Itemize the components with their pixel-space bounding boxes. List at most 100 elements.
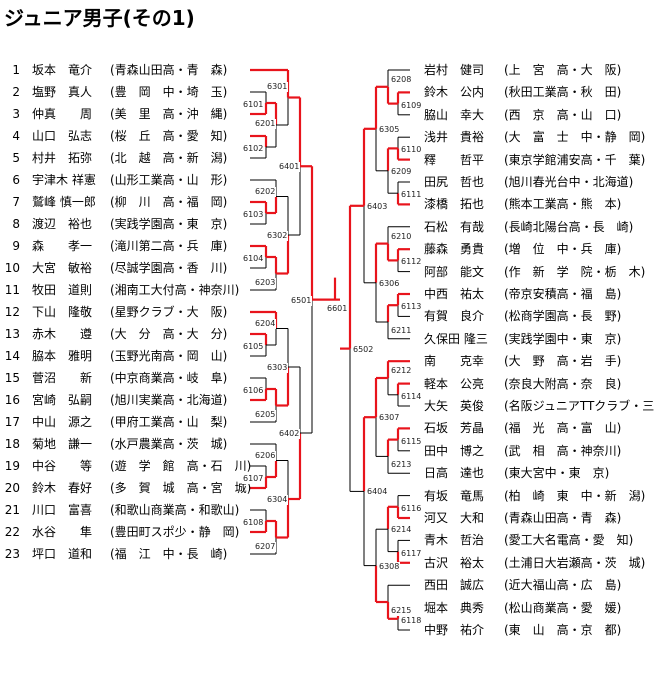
player-name: 宇津木 祥憲 [32,173,96,187]
player-name: 石坂 芳晶 [424,421,485,436]
player-affiliation: (東大宮中・東 京) [504,466,610,481]
seed-number: 14 [4,349,20,363]
player-name: 脇山 幸大 [424,107,485,122]
match-number: 6302 [266,231,289,241]
player-affiliation: (西 京 高・山 口) [504,107,622,122]
player-name: 仲真 周 [32,107,93,121]
seed-number: 20 [4,481,20,495]
player-name: 宮崎 弘嗣 [32,393,93,407]
player-affiliation: (尽誠学園高・香 川) [110,261,228,275]
player-name: 石松 有哉 [424,219,485,234]
match-number: 6118 [400,615,423,626]
seed-number: 16 [4,393,20,407]
player-affiliation: (秋田工業高・秋 田) [504,85,622,100]
match-number: 6117 [400,548,423,559]
seed-number: 19 [4,459,20,473]
player-affiliation: (水戸農業高・茨 城) [110,437,228,451]
player-affiliation: (大 野 高・岩 手) [504,354,622,369]
player-row-right: 田中 博之(武 相 高・神奈川)41 [424,440,660,462]
player-affiliation: (実践学園高・東 京) [110,217,228,231]
player-affiliation: (柳 川 高・福 岡) [110,195,228,209]
player-name: 山口 弘志 [32,129,93,143]
player-row-right: 河又 大和(青森山田高・青 森)44 [424,507,660,529]
seed-number: 7 [12,195,20,209]
player-name: 鈴木 公内 [424,85,485,100]
player-affiliation: (松商学園高・長 野) [504,309,622,324]
player-row-right: 青木 哲治(愛工大名電高・愛 知)45 [424,529,660,551]
player-affiliation: (遊 学 館 高・石 川) [110,459,252,473]
player-row-right: 中野 祐介(東 山 高・京 都)49 [424,619,660,641]
seed-number: 22 [4,525,20,539]
match-number: 6107 [242,474,265,484]
player-name: 大宮 敏裕 [32,261,93,275]
player-affiliation: (北 越 高・新 潟) [110,151,228,165]
match-number: 6203 [254,277,277,288]
player-affiliation: (中京商業高・岐 阜) [110,371,228,385]
player-affiliation: (桜 丘 高・愛 知) [110,129,228,143]
match-number: 6109 [400,100,423,111]
player-name: 古沢 裕太 [424,555,485,570]
player-name: 浅井 貴裕 [424,130,485,145]
player-affiliation: (作 新 学 院・栃 木) [504,264,646,279]
player-affiliation: (多 賀 城 高・宮 城) [110,481,252,495]
seed-number: 4 [12,129,20,143]
player-row-right: 石松 有哉(長崎北陽台高・長 崎)31 [424,216,660,238]
player-row-left: 4 山口 弘志 (桜 丘 高・愛 知) [2,125,260,147]
player-name: 漆橋 拓也 [424,197,485,212]
player-affiliation: (松山商業高・愛 媛) [504,600,622,615]
player-name: 田尻 哲也 [424,175,485,189]
player-affiliation: (山形工業高・山 形) [110,173,228,187]
seed-number: 5 [12,151,20,165]
player-affiliation: (滝川第二高・兵 庫) [110,239,228,253]
player-affiliation: (実践学園中・東 京) [504,331,622,346]
match-number: 6114 [400,391,423,402]
match-number: 6305 [378,124,401,135]
player-row-right: 日高 達也(東大宮中・東 京)42 [424,462,660,484]
seed-number: 9 [12,239,20,253]
match-number: 6101 [242,100,265,110]
player-affiliation: (豊田町スポ少・静 岡) [110,525,240,539]
match-number: 6308 [378,561,401,572]
player-row-right: 鈴木 公内(秋田工業高・秋 田)25 [424,81,660,103]
player-row-right: 有坂 竜馬(柏 崎 東 中・新 潟)43 [424,485,660,507]
match-number: 6306 [378,278,401,289]
seed-number: 3 [12,107,20,121]
match-number: 6502 [352,344,375,355]
player-name: 久保田 隆三 [424,331,488,346]
player-row-right: 大矢 英俊(名阪ジュニアTTクラブ・三 重)39 [424,395,660,417]
player-name: 釋 哲平 [424,152,485,167]
match-number: 6303 [266,363,289,373]
player-affiliation: (近大福山高・広 島) [504,578,622,593]
player-name: 田中 博之 [424,443,485,458]
player-row-right: 岩村 健司(上 宮 高・大 阪)24 [424,59,660,81]
player-name: 脇本 雅明 [32,349,93,363]
player-affiliation: (武 相 高・神奈川) [504,443,622,458]
player-affiliation: (甲府工業高・山 梨) [110,415,228,429]
match-number: 6402 [278,429,301,439]
player-affiliation: (名阪ジュニアTTクラブ・三 重) [504,399,660,413]
player-row-right: 漆橋 拓也(熊本工業高・熊 本)30 [424,193,660,215]
player-name: 村井 拓弥 [32,151,93,165]
player-name: 有坂 竜馬 [424,488,485,503]
player-name: 中野 祐介 [424,623,485,637]
match-number: 6307 [378,413,401,424]
match-number: 6102 [242,144,265,154]
player-name: 藤森 勇貴 [424,242,485,257]
player-row-right: 阿部 能文(作 新 学 院・栃 木)33 [424,261,660,283]
match-number: 6112 [400,257,423,268]
seed-number: 23 [4,547,20,561]
player-row-right: 西田 誠広(近大福山高・広 島)47 [424,574,660,596]
player-name: 坪口 道和 [32,547,93,561]
page-title: ジュニア男子(その1) [4,6,195,30]
player-name: 青木 哲治 [424,533,485,548]
